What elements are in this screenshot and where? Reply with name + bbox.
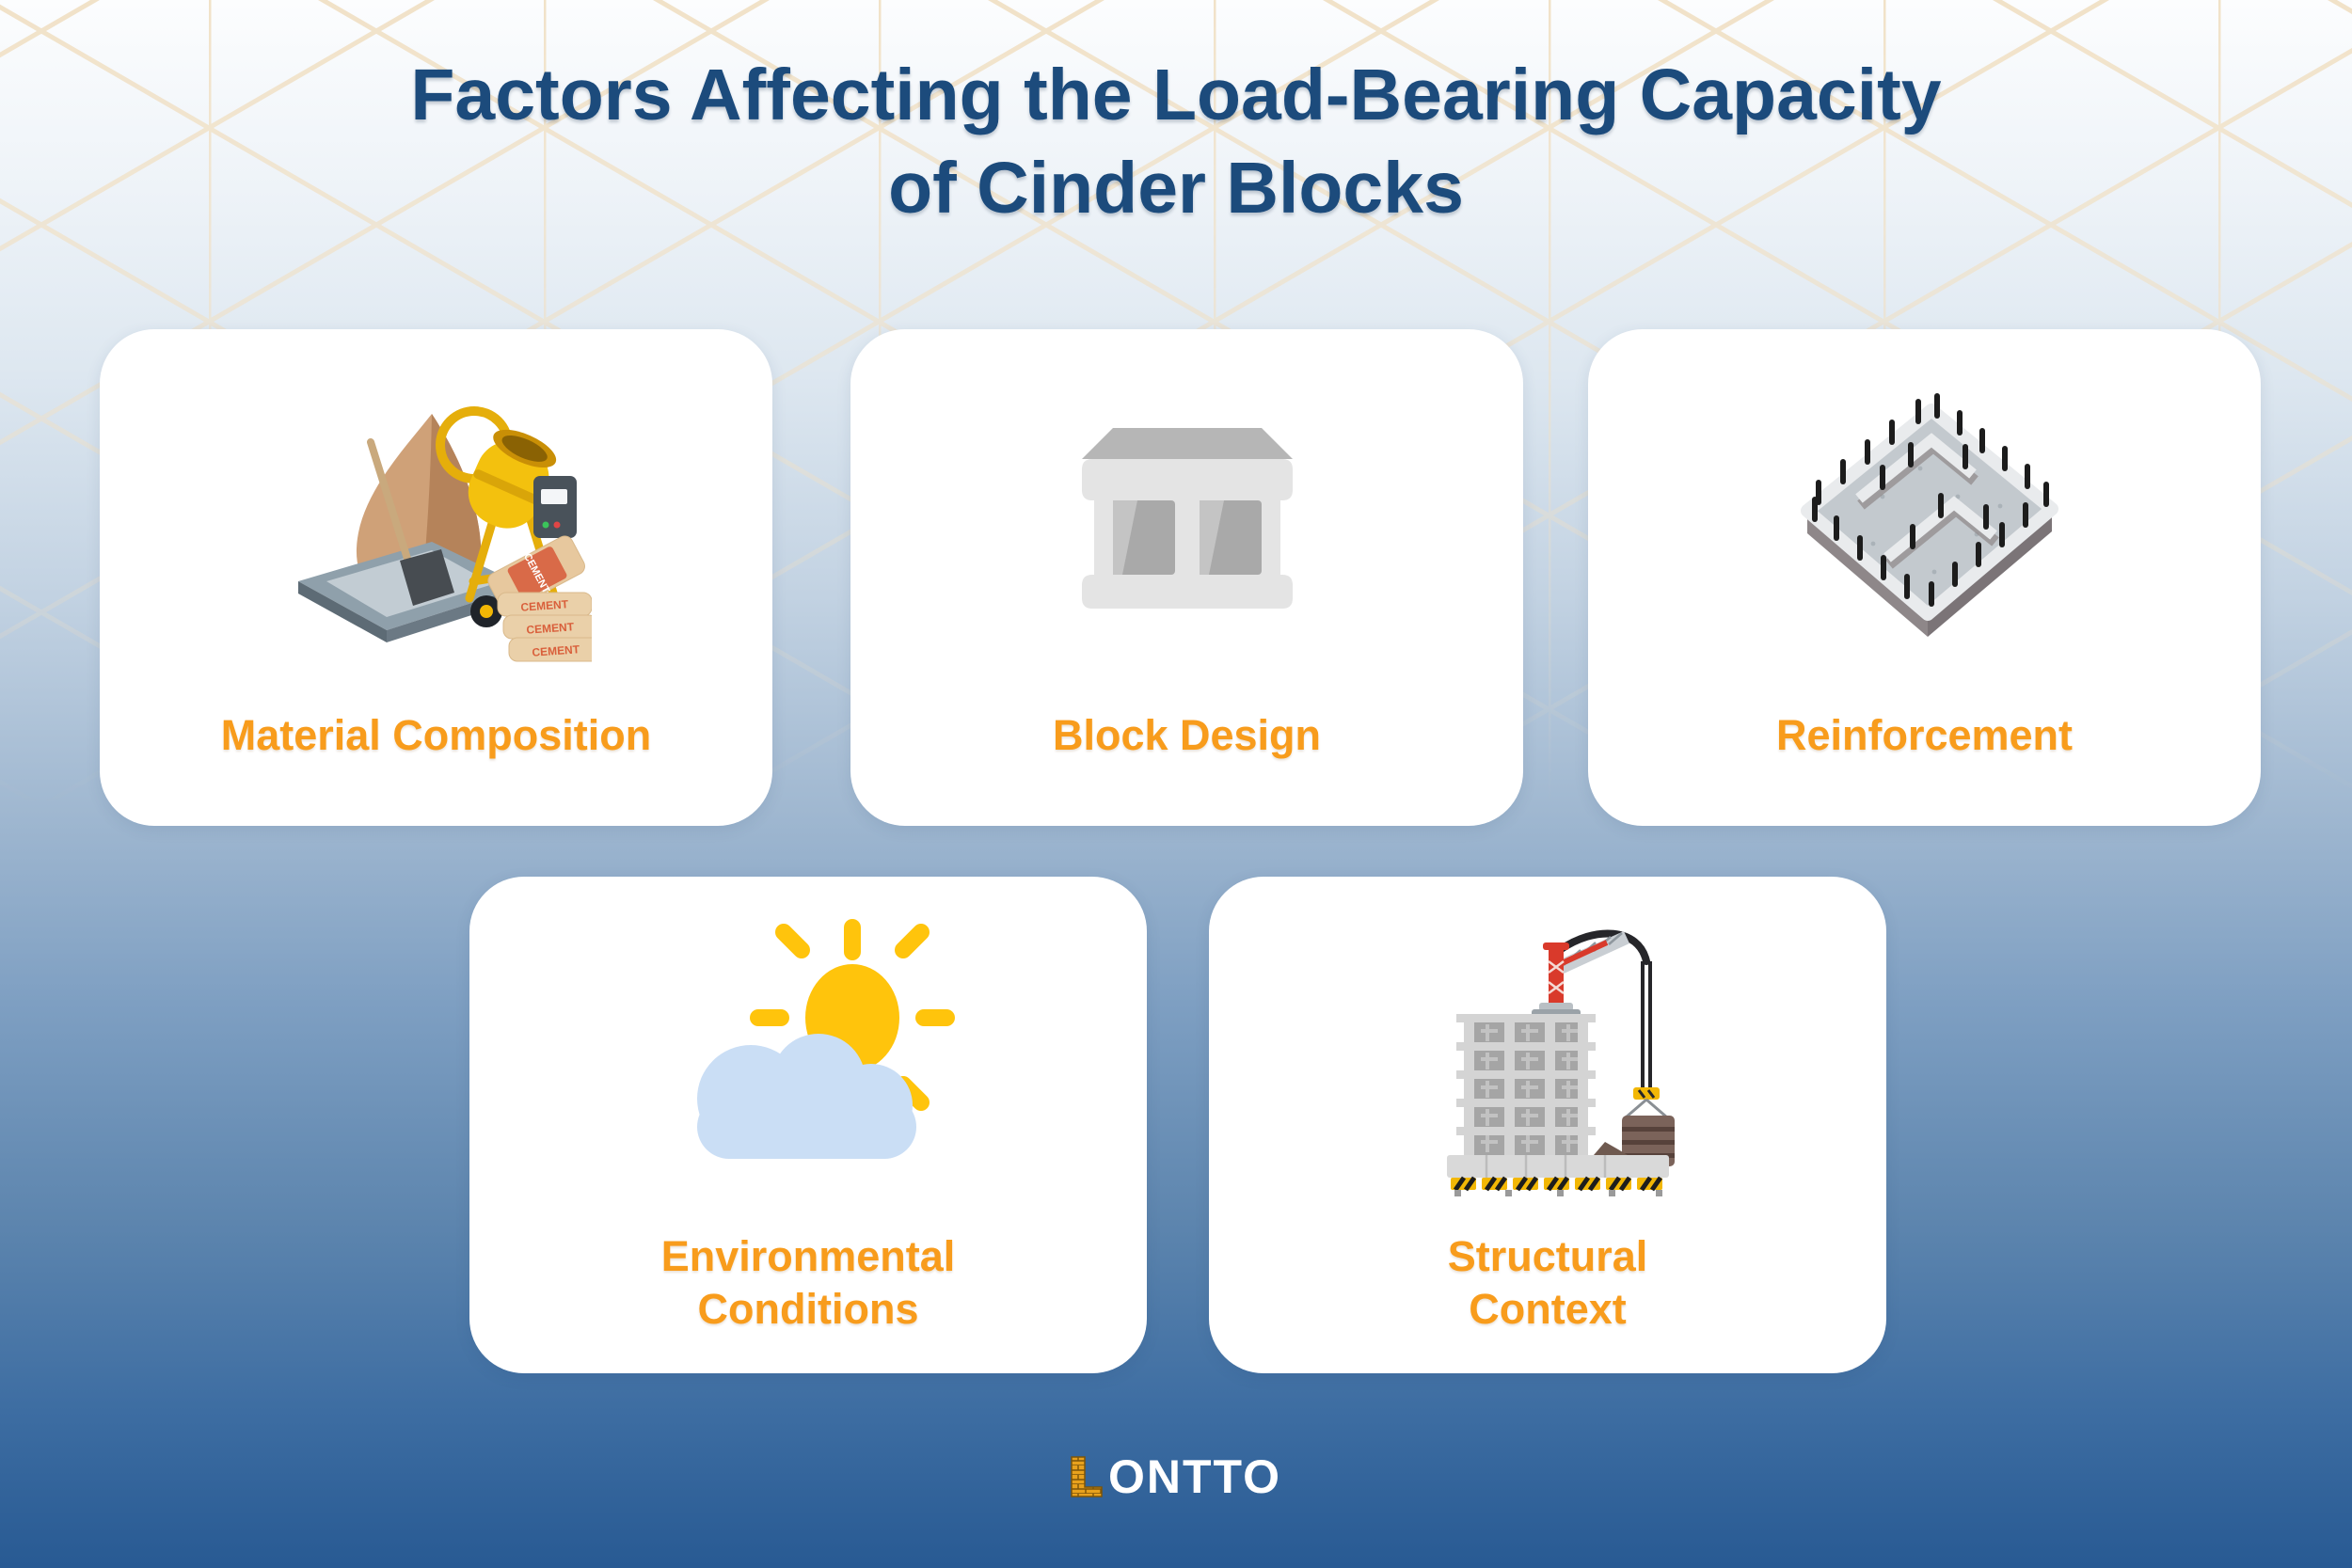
card-label: Structural Context	[1447, 1232, 1648, 1333]
hazard-barriers	[1451, 1176, 1663, 1192]
cement-bags: CEMENT CEMENT CEMENT CEMENT	[486, 535, 592, 662]
building-crane-icon	[1447, 929, 1675, 1196]
cinder-block-icon	[1081, 428, 1293, 609]
title-line-2: of Cinder Blocks	[888, 148, 1464, 230]
card-material-composition: CEMENT CEMENT CEMENT CEMENT Material Com…	[100, 329, 772, 826]
svg-text:CEMENT: CEMENT	[525, 620, 574, 637]
sun-cloud-icon	[697, 919, 955, 1159]
cement-mixer-icon: CEMENT CEMENT CEMENT CEMENT	[297, 406, 592, 662]
lontto-logo: ONTTO	[0, 1450, 2352, 1503]
title-line-1: Factors Affecting the Load-Bearing Capac…	[410, 55, 1942, 135]
cloud	[697, 1034, 916, 1159]
svg-text:CEMENT: CEMENT	[531, 642, 580, 659]
logo-brick-letter	[1071, 1456, 1103, 1497]
card-environmental-conditions: Environmental Conditions	[469, 877, 1147, 1373]
foundation-rebar-icon	[1800, 393, 2058, 637]
svg-text:CEMENT: CEMENT	[519, 597, 568, 614]
card-label: Material Composition	[220, 711, 652, 760]
card-label: Block Design	[1052, 711, 1322, 760]
card-label: Environmental Conditions	[660, 1232, 956, 1333]
card-block-design: Block Design	[850, 329, 1523, 826]
card-reinforcement: Reinforcement	[1588, 329, 2261, 826]
logo-text: ONTTO	[1107, 1450, 1282, 1503]
card-label: Reinforcement	[1775, 711, 2074, 760]
card-structural-context: Structural Context	[1209, 877, 1886, 1373]
page-title: Factors Affecting the Load-Bearing Capac…	[0, 49, 2352, 236]
